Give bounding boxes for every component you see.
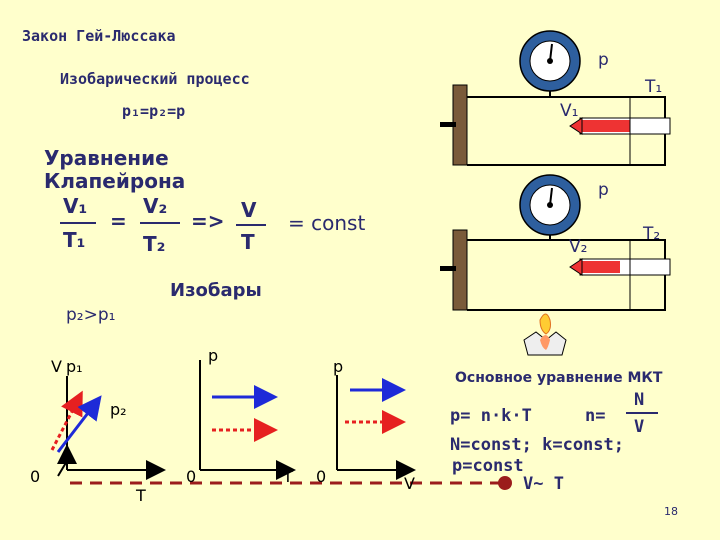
eq-v2: V₂: [143, 194, 168, 218]
upper-cylinder-apparatus: [440, 30, 671, 166]
graph-p-v: [336, 375, 416, 480]
graph2-t-axis-label: T: [283, 467, 293, 486]
eq-implies: =>: [191, 209, 225, 233]
eq-v: V: [241, 198, 257, 222]
eq-t: T: [241, 230, 255, 254]
apparatus-v2: V₂: [569, 237, 588, 257]
apparatus-v1: V₁: [560, 101, 579, 121]
mkt-line3: p=const: [452, 456, 524, 476]
process-subtitle: Изобарический процесс: [60, 70, 250, 88]
mkt-n-eq: n=: [585, 406, 606, 426]
eq-t1: T₁: [63, 228, 86, 252]
eq-const: = const: [288, 211, 366, 235]
burner: [523, 313, 567, 356]
page-number: 18: [664, 505, 678, 518]
graph1-zero: 0: [30, 467, 41, 486]
pressure-comparison: p₂>p₁: [66, 305, 116, 325]
mkt-n-numerator: N: [634, 390, 645, 410]
graph-v-t: [50, 376, 166, 480]
apparatus-t1: T₁: [645, 77, 663, 97]
pressure-condition: p₁=p₂=p: [122, 102, 186, 120]
isobars-label: Изобары: [170, 280, 262, 301]
graph3-zero: 0: [316, 467, 327, 486]
lower-cylinder-apparatus: [440, 174, 671, 311]
eq-fraction-line-1: [60, 222, 96, 224]
apparatus-t2: T₂: [643, 224, 661, 244]
graph2-zero: 0: [186, 467, 197, 486]
graph1-v-axis-label: V: [51, 357, 62, 376]
eq-equal-sign: =: [110, 209, 127, 233]
apparatus-p-top: p: [598, 50, 609, 70]
clapeyron-heading-line1: Уравнение: [44, 146, 169, 170]
graph2-p-axis-label: p: [208, 346, 219, 365]
graph1-p1-label: p₁: [66, 357, 83, 376]
mkt-line4: V~ T: [523, 474, 564, 494]
graph-p-t: [199, 360, 296, 480]
apparatus-p-bottom: p: [598, 180, 609, 200]
eq-t2: T₂: [143, 232, 166, 256]
graph1-t-axis-label: T: [136, 486, 146, 505]
mkt-eq1: p= n·k·T: [450, 406, 532, 426]
mkt-heading: Основное уравнение МКТ: [455, 370, 663, 386]
clapeyron-heading-line2: Клапейрона: [44, 169, 186, 193]
eq-v1: V₁: [63, 194, 88, 218]
eq-fraction-line-3: [236, 224, 266, 226]
mkt-line2: N=const; k=const;: [450, 435, 624, 455]
eq-fraction-line-2: [140, 222, 180, 224]
graph3-p-axis-label: p: [333, 357, 344, 376]
page-title: Закон Гей-Люссака: [22, 27, 176, 45]
mkt-v-denominator: V: [634, 417, 645, 437]
dashed-baseline: [70, 476, 512, 490]
graph3-v-axis-label: V: [404, 474, 415, 493]
graph1-p2-label: p₂: [110, 400, 127, 419]
